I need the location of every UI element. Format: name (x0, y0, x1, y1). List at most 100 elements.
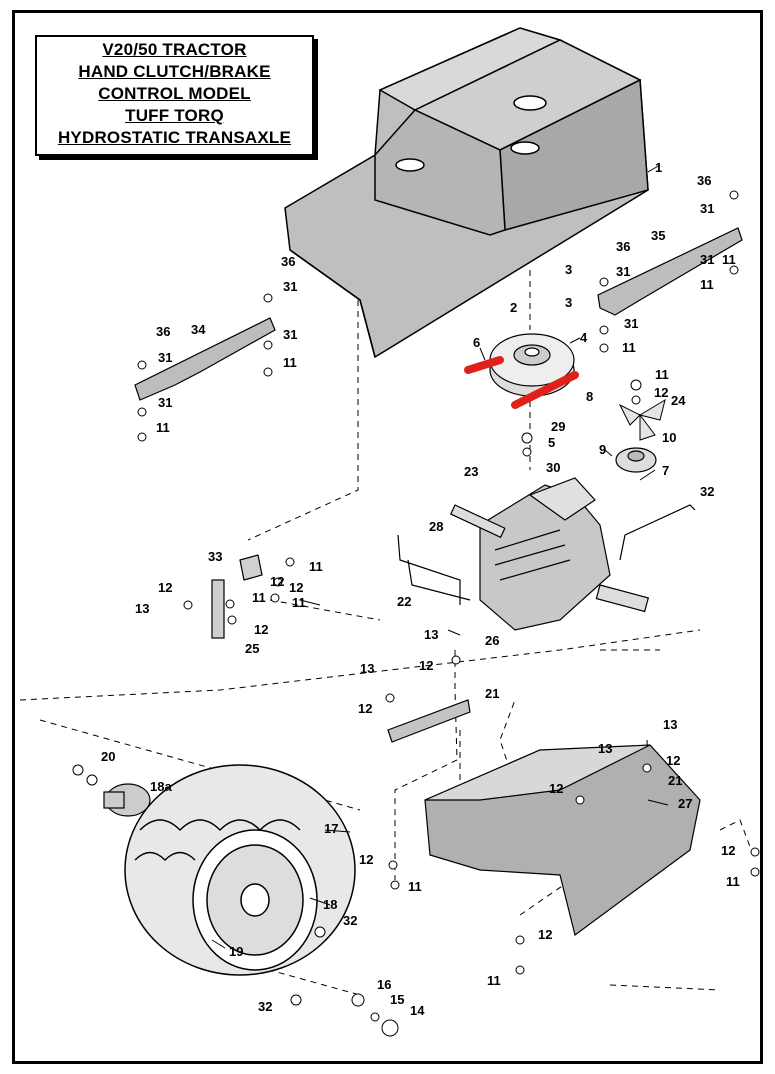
part-label-2: 2 (510, 300, 517, 315)
part-label-23: 23 (464, 464, 478, 479)
part-label-35: 35 (651, 228, 665, 243)
part-label-7: 7 (662, 463, 669, 478)
bracket-34 (134, 317, 276, 401)
part-label-22: 22 (397, 594, 411, 609)
part-labels: 1 2 3 3 4 5 6 7 8 9 10 11 11 11 11 11 11… (101, 160, 740, 1018)
part-label-25: 25 (245, 641, 259, 656)
part-label-17: 17 (324, 821, 338, 836)
part-label-12: 12 (666, 753, 680, 768)
part-label-12: 12 (721, 843, 735, 858)
part-label-13: 13 (135, 601, 149, 616)
part-label-11: 11 (700, 277, 714, 292)
part-label-19: 19 (229, 944, 243, 959)
part-label-9: 9 (599, 442, 606, 457)
part-label-12: 12 (549, 781, 563, 796)
part-label-36: 36 (281, 254, 295, 269)
wheel-17 (124, 764, 356, 976)
part-label-33: 33 (208, 549, 222, 564)
part-label-11: 11 (283, 355, 297, 370)
part-label-26: 26 (485, 633, 499, 648)
title-line-4: TUFF TORQ (125, 106, 224, 125)
part-label-3: 3 (565, 262, 572, 277)
part-label-12: 12 (358, 701, 372, 716)
part-label-11: 11 (722, 252, 736, 267)
part-label-21: 21 (668, 773, 682, 788)
title-line-5: HYDROSTATIC TRANSAXLE (57, 128, 292, 147)
part-label-31: 31 (158, 350, 172, 365)
part-label-12: 12 (538, 927, 552, 942)
part-label-31: 31 (158, 395, 172, 410)
part-label-32: 32 (343, 913, 357, 928)
part-label-8: 8 (586, 389, 593, 404)
part-label-11: 11 (622, 340, 636, 355)
part-label-27: 27 (678, 796, 692, 811)
part-label-36: 36 (697, 173, 711, 188)
title-line-1: V20/50 TRACTOR (102, 40, 247, 59)
part-label-31: 31 (283, 327, 297, 342)
part-label-36: 36 (156, 324, 170, 339)
part-label-1: 1 (655, 160, 662, 175)
part-label-10: 10 (662, 430, 676, 445)
part-label-32: 32 (700, 484, 714, 499)
title-box: V20/50 TRACTOR HAND CLUTCH/BRAKE CONTROL… (35, 35, 314, 156)
part-label-11: 11 (655, 367, 669, 382)
part-label-31: 31 (616, 264, 630, 279)
part-label-21: 21 (485, 686, 499, 701)
pulley-4 (489, 333, 575, 397)
rod-22 (397, 534, 471, 605)
part-label-13: 13 (424, 627, 438, 642)
diagram-frame (12, 10, 763, 1064)
part-label-3: 3 (565, 295, 572, 310)
part-label-12: 12 (359, 852, 373, 867)
plate-27 (424, 744, 701, 937)
idler-pulley-10 (615, 447, 657, 473)
part-label-16: 16 (377, 977, 391, 992)
belt-6 (464, 356, 579, 409)
part-label-32: 32 (258, 999, 272, 1014)
part-label-12: 12 (654, 385, 668, 400)
part-label-29: 29 (551, 419, 565, 434)
part-label-11: 11 (487, 973, 501, 988)
chassis-frame (284, 27, 649, 359)
part-label-11: 11 (408, 879, 422, 894)
part-label-12: 12 (270, 574, 284, 589)
leader-lines (211, 164, 669, 949)
part-label-11: 11 (309, 559, 323, 574)
part-label-5: 5 (548, 435, 555, 450)
part-label-31: 31 (700, 252, 714, 267)
part-label-12: 12 (254, 622, 268, 637)
title-line-2: HAND CLUTCH/BRAKE (78, 62, 271, 81)
part-label-18a: 18a (150, 779, 172, 794)
title-line-3: CONTROL MODEL (98, 84, 251, 103)
part-label-13: 13 (663, 717, 677, 732)
rod-32 (619, 504, 696, 561)
part-label-30: 30 (546, 460, 560, 475)
part-label-11: 11 (726, 874, 740, 889)
bracket-25 (211, 554, 263, 639)
part-label-4: 4 (580, 330, 588, 345)
fan-24 (618, 398, 666, 441)
part-label-31: 31 (700, 201, 714, 216)
part-label-13: 13 (360, 661, 374, 676)
part-label-12: 12 (419, 658, 433, 673)
part-label-13: 13 (598, 741, 612, 756)
part-label-12: 12 (289, 580, 303, 595)
part-label-34: 34 (191, 322, 206, 337)
part-label-6: 6 (473, 335, 480, 350)
part-label-11: 11 (292, 595, 306, 610)
part-label-24: 24 (671, 393, 686, 408)
part-label-14: 14 (410, 1003, 425, 1018)
part-label-31: 31 (624, 316, 638, 331)
part-label-18: 18 (323, 897, 337, 912)
part-label-20: 20 (101, 749, 115, 764)
part-label-36: 36 (616, 239, 630, 254)
part-label-28: 28 (429, 519, 443, 534)
bracket-35 (597, 227, 743, 316)
part-label-31: 31 (283, 279, 297, 294)
part-label-11: 11 (156, 420, 170, 435)
hub-18a (103, 783, 151, 817)
part-label-15: 15 (390, 992, 404, 1007)
part-label-11: 11 (252, 590, 266, 605)
fasteners (72, 190, 760, 1037)
